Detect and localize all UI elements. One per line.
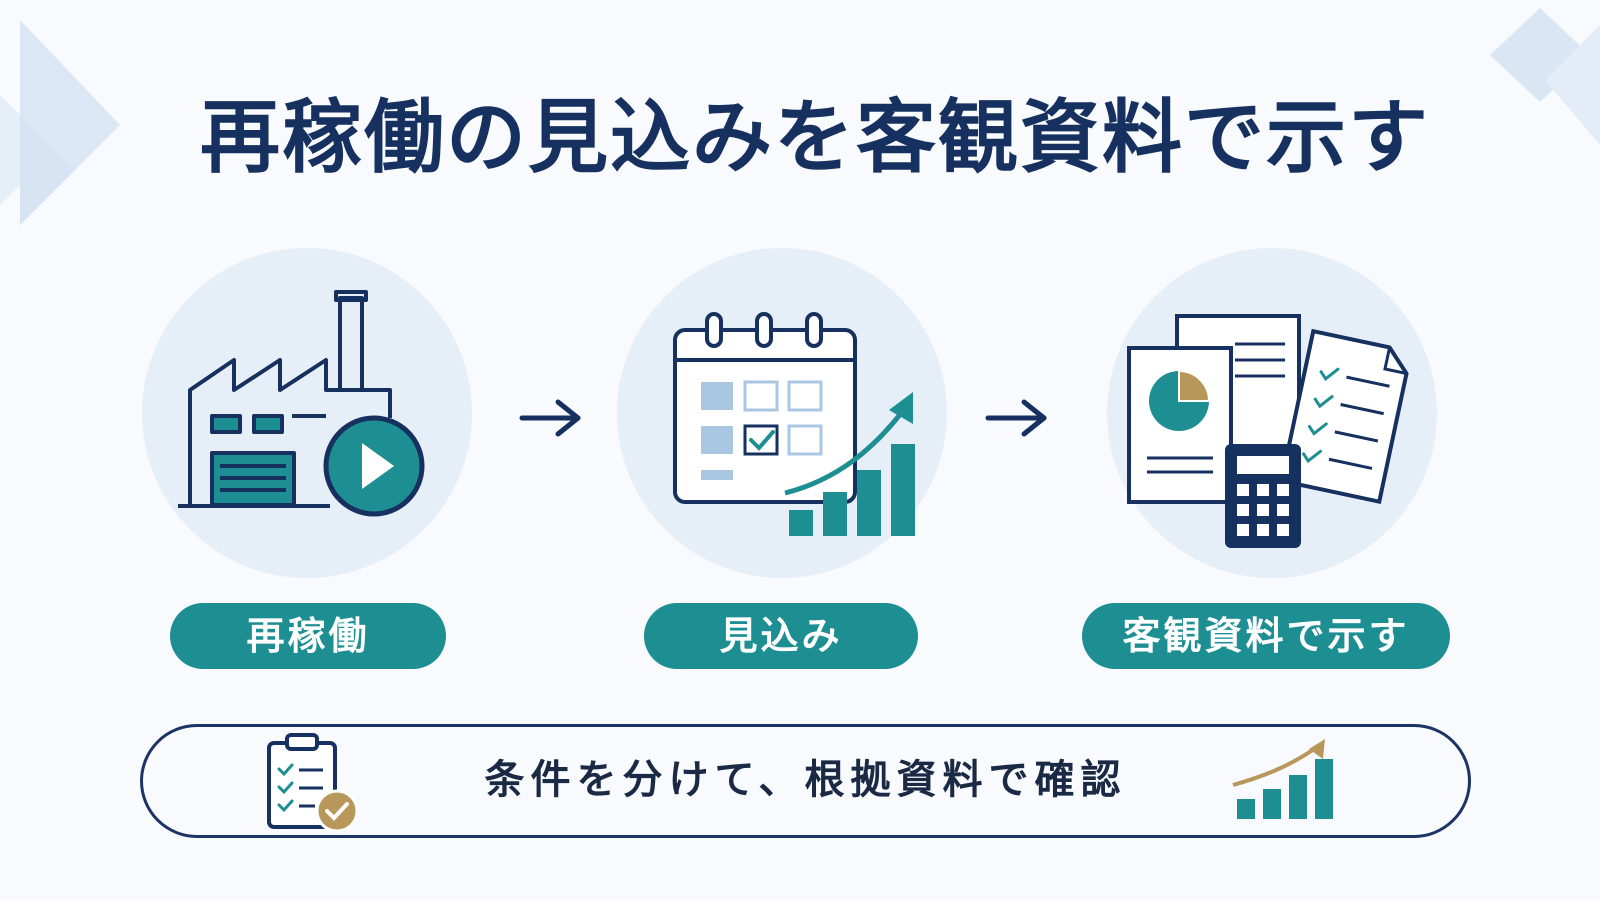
clipboard-check-icon (267, 733, 359, 833)
step-2-label: 見込み (644, 603, 918, 669)
summary-text: 条件を分けて、根拠資料で確認 (484, 757, 1127, 803)
step-1-circle (142, 248, 472, 578)
corner-diamond-right-decoration (1490, 8, 1600, 145)
calendar-growth-icon (673, 312, 915, 536)
step-1-label: 再稼働 (170, 603, 446, 669)
page-title: 再稼働の見込みを客観資料で示す (200, 91, 1430, 184)
factory-play-icon (178, 290, 425, 517)
documents-calculator-icon (1127, 314, 1409, 548)
step-3-label: 客観資料で示す (1082, 603, 1450, 669)
bar-chart-growth-icon (1232, 739, 1333, 819)
arrow-right-icon (985, 399, 1047, 437)
corner-chevron-left-decoration (0, 20, 120, 225)
arrow-right-icon (519, 399, 581, 437)
step-2-circle (617, 248, 947, 578)
step-3-circle (1107, 248, 1437, 578)
summary-box: 条件を分けて、根拠資料で確認 (140, 724, 1471, 838)
